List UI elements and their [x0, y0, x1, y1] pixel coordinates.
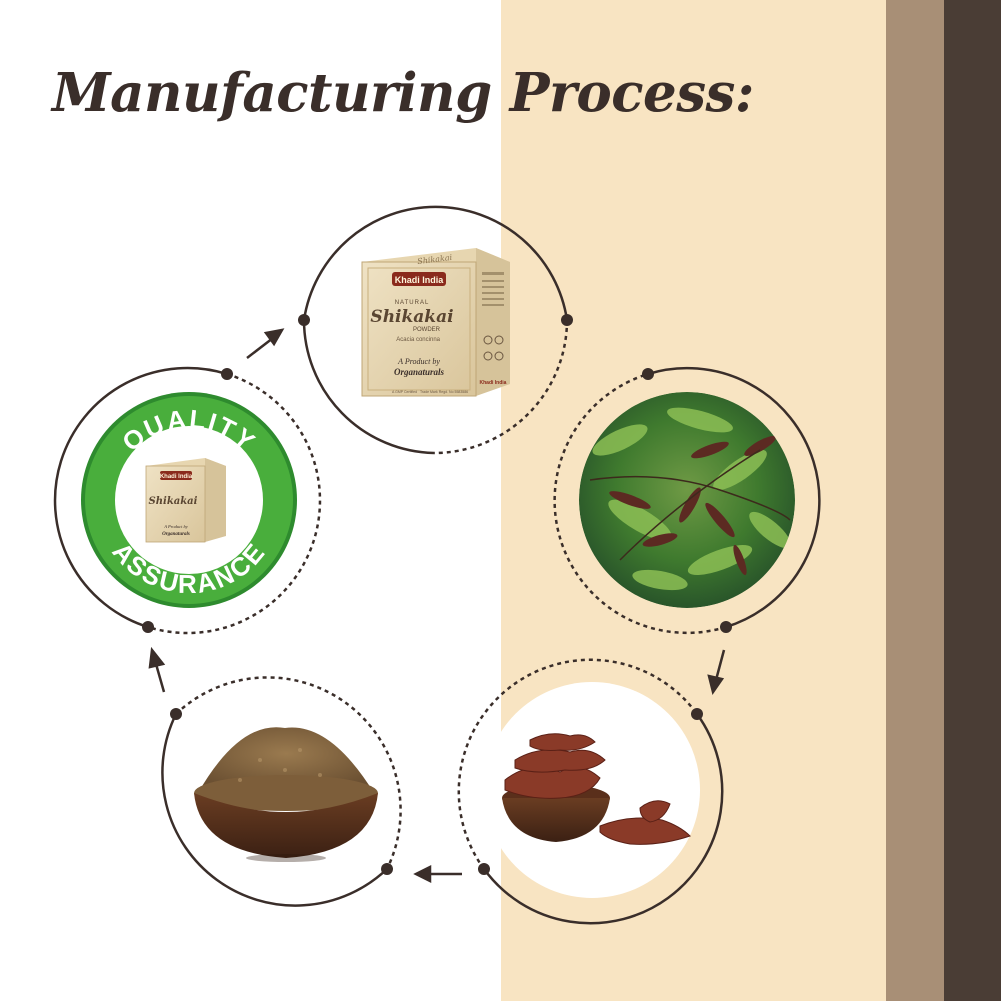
- box-footer-right: Trade Mark Regd. No 5583586: [420, 390, 468, 394]
- box-brand: Khadi India: [395, 275, 444, 285]
- ring-node: [142, 621, 154, 633]
- ring-node: [691, 708, 703, 720]
- page-title: Manufacturing Process:: [52, 62, 754, 124]
- cycle-ring: [161, 676, 402, 907]
- cycle-ring: [553, 366, 821, 635]
- box-botanical: Acacia concinna: [396, 337, 440, 343]
- box-variant: POWDER: [413, 327, 441, 333]
- step-shikakai-plant: [553, 366, 821, 635]
- step-dried-pods: [457, 658, 724, 925]
- dried-pods-photo: [502, 733, 691, 845]
- background-stripe-dark: [944, 0, 1001, 1001]
- ring-node: [478, 863, 490, 875]
- ring-node: [221, 368, 233, 380]
- ring-node: [381, 863, 393, 875]
- background-stripe-light: [886, 0, 944, 1001]
- cycle-ring: [302, 205, 569, 455]
- arrow-quality-to-product: [246, 328, 285, 359]
- product-box-image: Khadi India NATURAL Shikakai POWDER Acac…: [361, 248, 510, 397]
- step-quality-assurance: QUALITY ASSURANCE Khadi India Shikakai A…: [53, 366, 322, 635]
- badge-box-byline: A Product by: [163, 524, 188, 529]
- badge-product-box: Khadi India Shikakai A Product by Organa…: [145, 458, 226, 543]
- badge-box-product: Shikakai: [149, 496, 198, 507]
- ring-node: [642, 368, 654, 380]
- box-side-brand: Khadi India: [480, 380, 507, 386]
- plant-photo: [579, 392, 795, 608]
- box-footer-left: A GMP Certified: [392, 390, 417, 394]
- quality-assurance-badge: QUALITY ASSURANCE Khadi India Shikakai A…: [81, 392, 297, 608]
- cycle-ring: [53, 366, 322, 635]
- ring-node: [720, 621, 732, 633]
- step-packaged-product: Khadi India NATURAL Shikakai POWDER Acac…: [298, 205, 573, 455]
- badge-box-brand: Khadi India: [160, 474, 193, 480]
- powder-bowl-photo: [194, 727, 378, 862]
- arrow-plant-to-pods: [707, 649, 726, 695]
- ring-node: [561, 314, 573, 326]
- arrow-powder-to-quality: [148, 646, 166, 693]
- ring-node: [298, 314, 310, 326]
- box-tagline: NATURAL: [395, 300, 430, 306]
- ring-node: [170, 708, 182, 720]
- badge-box-maker: Organaturals: [162, 532, 190, 537]
- box-maker: Organaturals: [394, 367, 445, 377]
- step-powder: [161, 676, 402, 907]
- box-byline: A Product by: [397, 357, 440, 366]
- box-product-name: Shikakai: [370, 307, 453, 327]
- arrow-pods-to-powder: [413, 864, 462, 884]
- box-spine-text: Shikakai: [417, 253, 453, 266]
- cycle-ring: [457, 658, 724, 925]
